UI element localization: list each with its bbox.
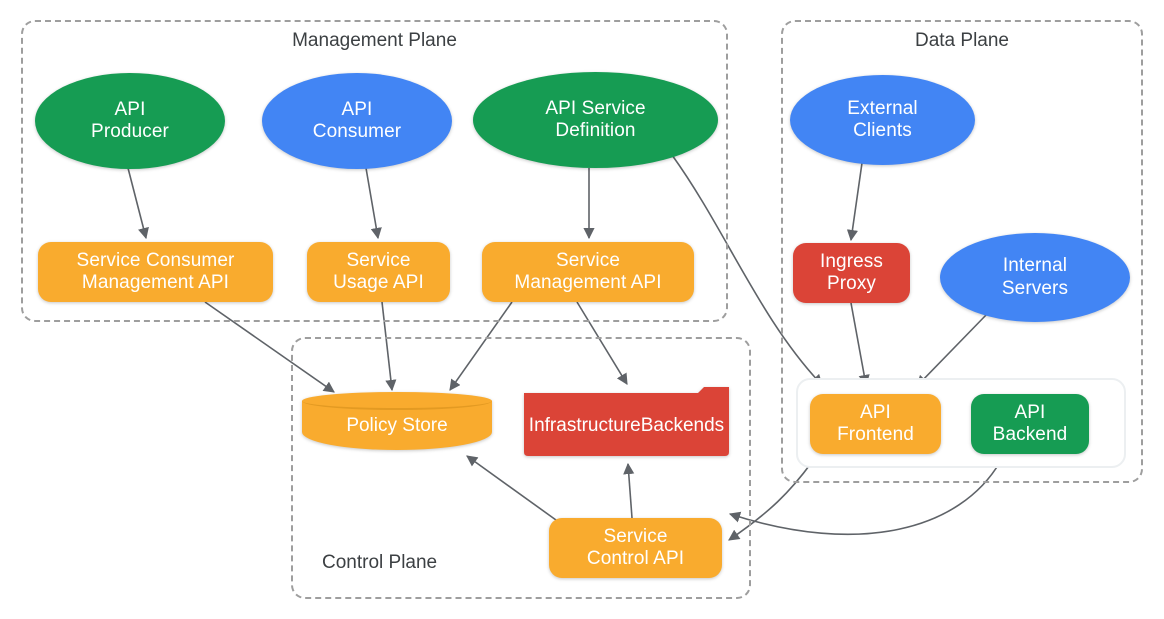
plane-control xyxy=(291,337,751,599)
policy-store-top-lip xyxy=(302,392,492,410)
plane-management xyxy=(21,20,728,322)
plane-data-label: Data Plane xyxy=(914,30,1009,51)
plane-data xyxy=(781,20,1143,483)
plane-management-label: Management Plane xyxy=(292,30,457,51)
folder-shape-icon xyxy=(524,387,729,456)
plane-control-label: Control Plane xyxy=(322,552,438,573)
node-policy-store[interactable]: Policy Store xyxy=(302,392,492,450)
node-policy-store-label: Policy Store xyxy=(346,414,448,436)
